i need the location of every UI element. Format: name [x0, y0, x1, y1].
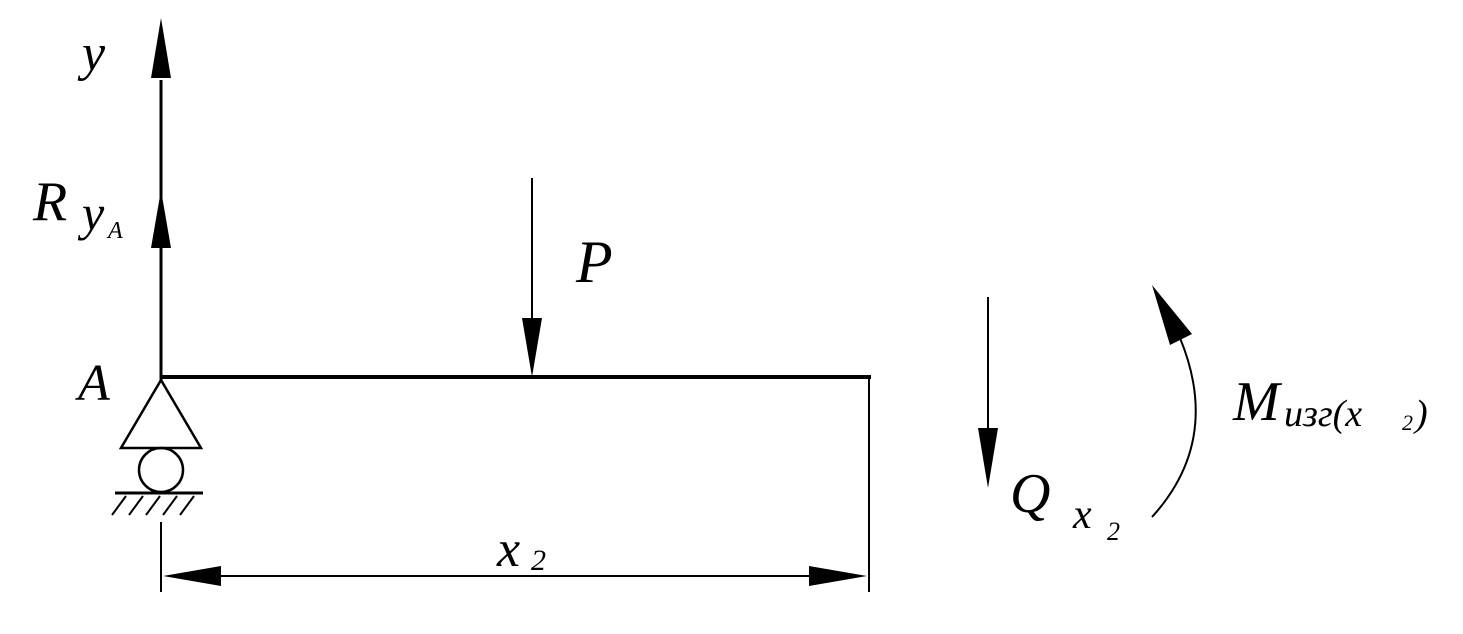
reaction-arrowhead — [151, 190, 171, 248]
moment-label-sub: изг(x — [1284, 393, 1362, 435]
moment-label-sub-num: 2 — [1402, 410, 1413, 435]
length-label-sub: 2 — [531, 544, 546, 577]
reaction-label-sub2: A — [106, 218, 123, 244]
reaction-label: R y A — [32, 171, 123, 244]
support-a-label: A — [75, 355, 110, 412]
force-p-arrow — [522, 178, 542, 377]
shear-label-main: Q — [1010, 463, 1050, 525]
shear-label-sub-x: x — [1072, 492, 1092, 538]
pin-support-triangle — [118, 377, 204, 450]
reaction-label-main: R — [32, 171, 67, 233]
y-axis-arrowhead — [151, 18, 171, 78]
y-axis-label: y — [77, 25, 106, 82]
length-label: x 2 — [496, 521, 546, 578]
moment-label-close: ) — [1413, 393, 1428, 435]
dimension-line-x2 — [163, 566, 867, 586]
length-label-main: x — [496, 521, 520, 578]
reaction-label-sub: y — [77, 185, 105, 241]
moment-label-main: M — [1232, 371, 1283, 433]
shear-label: Q x 2 — [1010, 463, 1120, 546]
shear-label-sub-num: 2 — [1107, 517, 1120, 546]
moment-label: M изг(x 2 ) — [1232, 371, 1428, 435]
roller-circle — [137, 446, 185, 494]
bending-moment-arc — [1151, 285, 1197, 518]
shear-force-arrow — [978, 297, 998, 488]
force-p-label: P — [575, 229, 613, 295]
ground-hatching — [111, 491, 203, 516]
